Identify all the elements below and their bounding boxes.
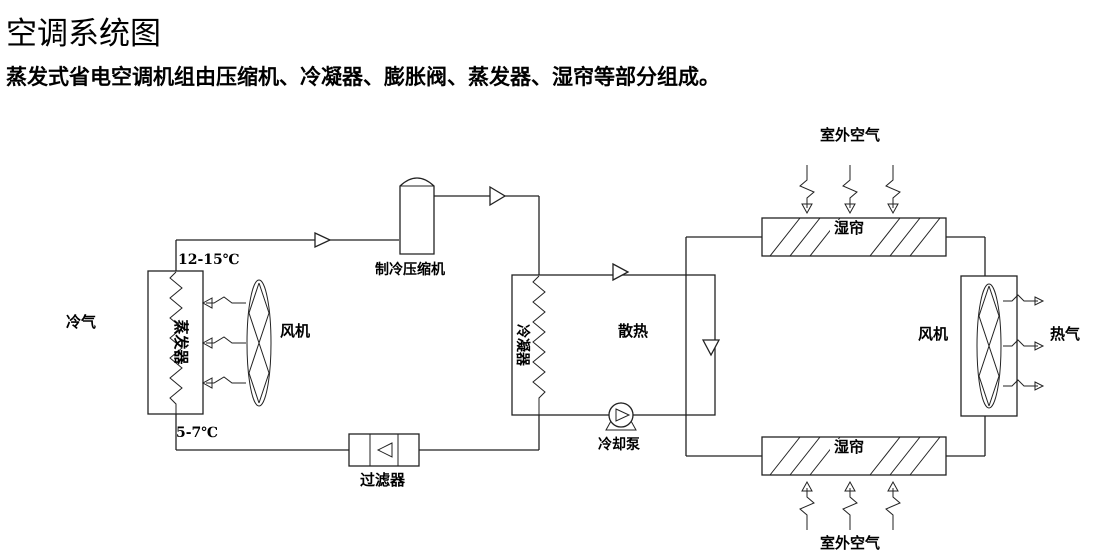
cooling-pump-label: 冷却泵 (598, 436, 640, 453)
fan-left-label: 风机 (280, 322, 310, 340)
compressor-label: 制冷压缩机 (375, 261, 445, 278)
wet-curtain-top (761, 217, 947, 257)
heat-dissipation-label: 散热 (618, 322, 648, 340)
outdoor-air-top-label: 室外空气 (820, 126, 880, 144)
wet-curtain-bottom-label: 湿帘 (834, 438, 864, 456)
flow-arrow-icon (489, 185, 507, 207)
outdoor-air-bottom-icon (799, 480, 901, 530)
air-flow-right-icon (1003, 294, 1045, 391)
wet-curtain-bottom (761, 436, 947, 476)
outdoor-air-bottom-label: 室外空气 (820, 534, 880, 552)
cooling-pump (605, 401, 637, 431)
hot-air-label: 热气 (1050, 325, 1080, 343)
compressor (399, 177, 435, 255)
temp-low-label: 5-7℃ (176, 425, 218, 441)
right-fan (960, 275, 1045, 417)
page-title: 空调系统图 (6, 16, 161, 52)
condenser: 冷凝器 (511, 274, 716, 416)
temp-high-label: 12-15℃ (178, 252, 240, 268)
cold-air-label: 冷气 (66, 313, 96, 331)
flow-arrow-icon (612, 262, 630, 282)
flow-arrow-icon (701, 339, 721, 357)
flow-arrow-icon (314, 231, 332, 249)
filter-label: 过滤器 (360, 471, 406, 489)
wet-curtain-top-label: 湿帘 (834, 219, 864, 237)
air-flow-left-icon (201, 296, 246, 389)
evaporator-label: 蒸发器 (172, 319, 190, 365)
cooling-water-loop (612, 236, 986, 457)
filter (348, 433, 420, 467)
fan-right-label: 风机 (918, 325, 948, 343)
left-fan (201, 279, 272, 407)
condenser-label: 冷凝器 (514, 324, 531, 367)
refrigerant-loop (175, 185, 540, 451)
flow-arrow-icon (376, 442, 393, 458)
page-subtitle: 蒸发式省电空调机组由压缩机、冷凝器、膨胀阀、蒸发器、湿帘等部分组成。 (6, 64, 720, 89)
evaporator: 蒸发器 (147, 270, 204, 415)
outdoor-air-top-icon (799, 165, 901, 215)
